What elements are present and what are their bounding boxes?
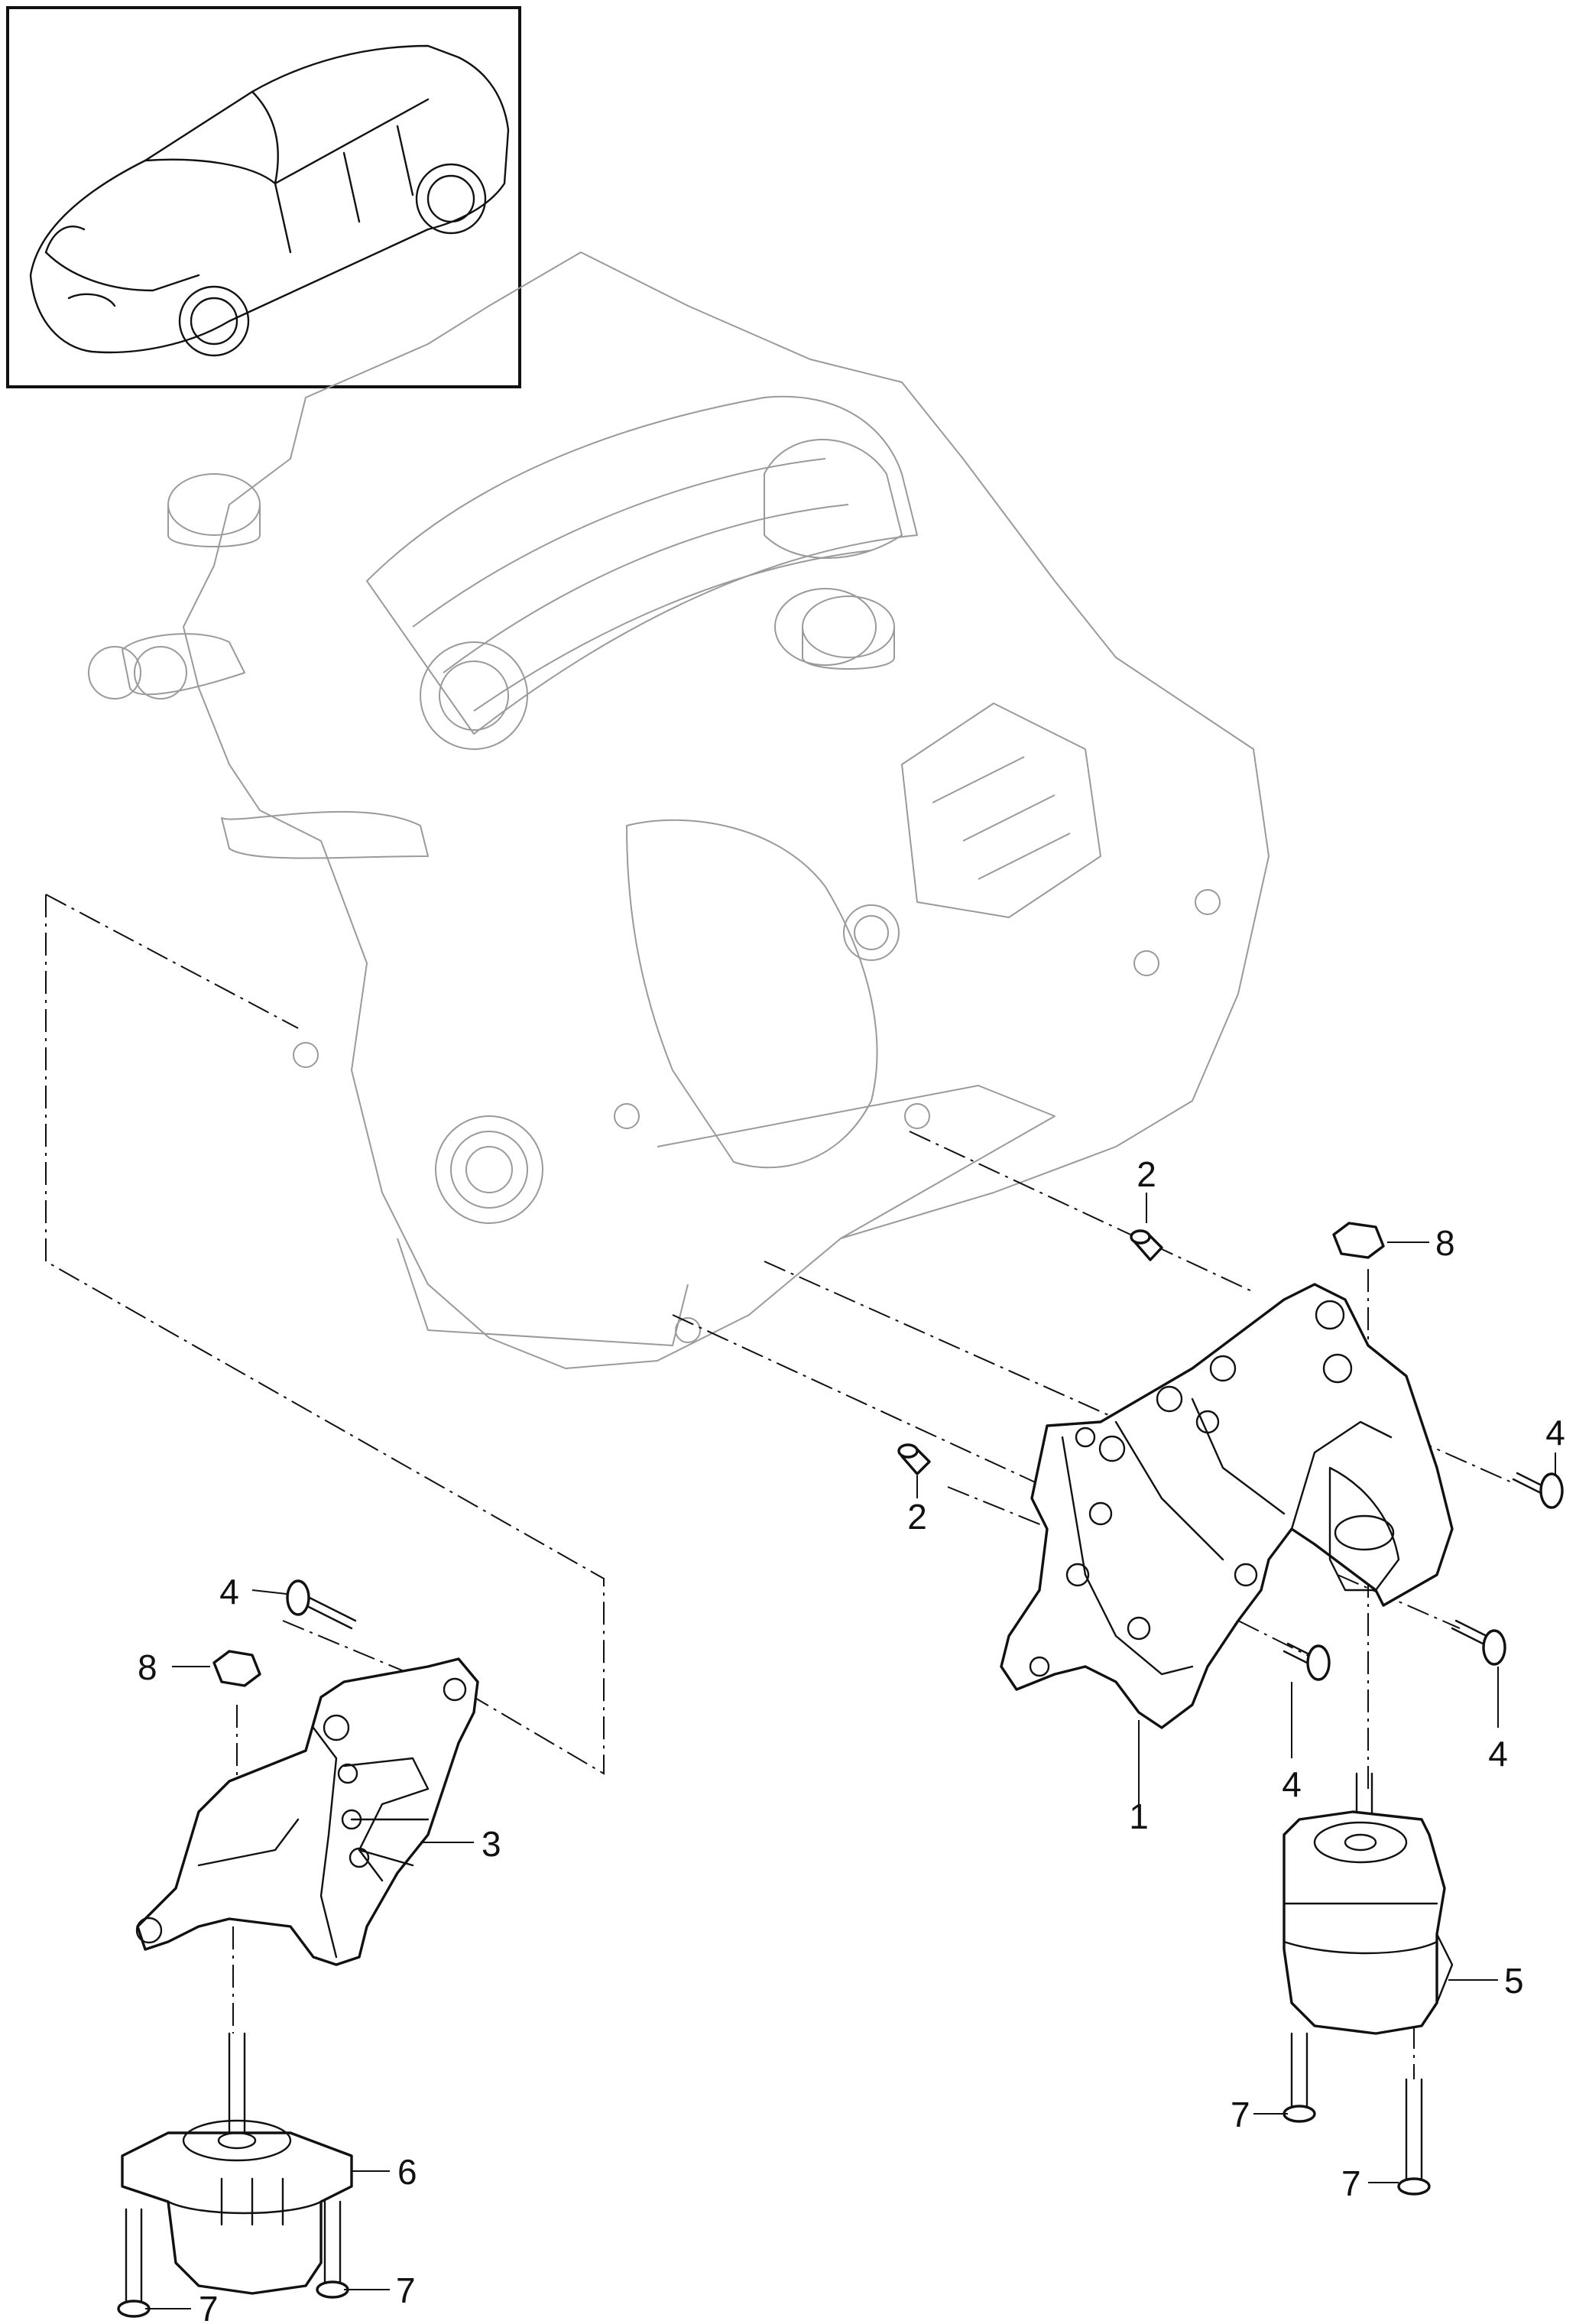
- callout-6: 6: [397, 2152, 417, 2192]
- dowel-sleeve-lower: [897, 1443, 931, 1475]
- bolt-7d: [1397, 2078, 1431, 2196]
- callout-4-left: 4: [219, 1572, 239, 1612]
- callout-8-right: 8: [1435, 1223, 1455, 1263]
- hydraulic-mount-right: [1283, 1772, 1454, 2035]
- bolt-4d: [1451, 1619, 1506, 1666]
- bolt-4b: [286, 1579, 357, 1630]
- engine-mount-bracket-left: [135, 1657, 479, 1966]
- leader-lines: [145, 1193, 1556, 2309]
- callout-4-right-lower: 4: [1488, 1734, 1508, 1774]
- bolt-4a: [1512, 1472, 1564, 1509]
- engine-assembly: [88, 252, 1270, 1369]
- hydraulic-mount-left: [121, 2032, 353, 2295]
- bolt-4c: [1283, 1642, 1331, 1681]
- vehicle-thumbnail: [6, 6, 521, 388]
- callout-7-left-front: 7: [199, 2289, 219, 2324]
- callout-7-left-rear: 7: [396, 2270, 416, 2310]
- nut-8b: [212, 1650, 261, 1687]
- callout-5: 5: [1504, 1961, 1524, 2001]
- dowel-sleeve-upper: [1130, 1229, 1163, 1261]
- nut-8a: [1332, 1222, 1385, 1259]
- callout-2-upper: 2: [1137, 1154, 1156, 1194]
- engine-mount-bracket-right: [1000, 1283, 1454, 1729]
- callout-8-left: 8: [138, 1647, 157, 1687]
- callout-labels: 1 2 2 3 4 4 4 4 5 6 7 7 7 7 8 8: [138, 1154, 1565, 2324]
- bolt-7b: [316, 2200, 349, 2299]
- callout-4-right-upper: 4: [1545, 1413, 1565, 1452]
- callout-1: 1: [1129, 1797, 1149, 1836]
- bolt-7a: [117, 2208, 151, 2318]
- callout-2-lower: 2: [907, 1497, 927, 1537]
- callout-4-center: 4: [1282, 1764, 1302, 1804]
- callout-3: 3: [482, 1824, 501, 1864]
- bolt-7c: [1283, 2032, 1316, 2123]
- callout-7-right-front: 7: [1231, 2095, 1250, 2134]
- callout-7-right-rear: 7: [1341, 2163, 1361, 2203]
